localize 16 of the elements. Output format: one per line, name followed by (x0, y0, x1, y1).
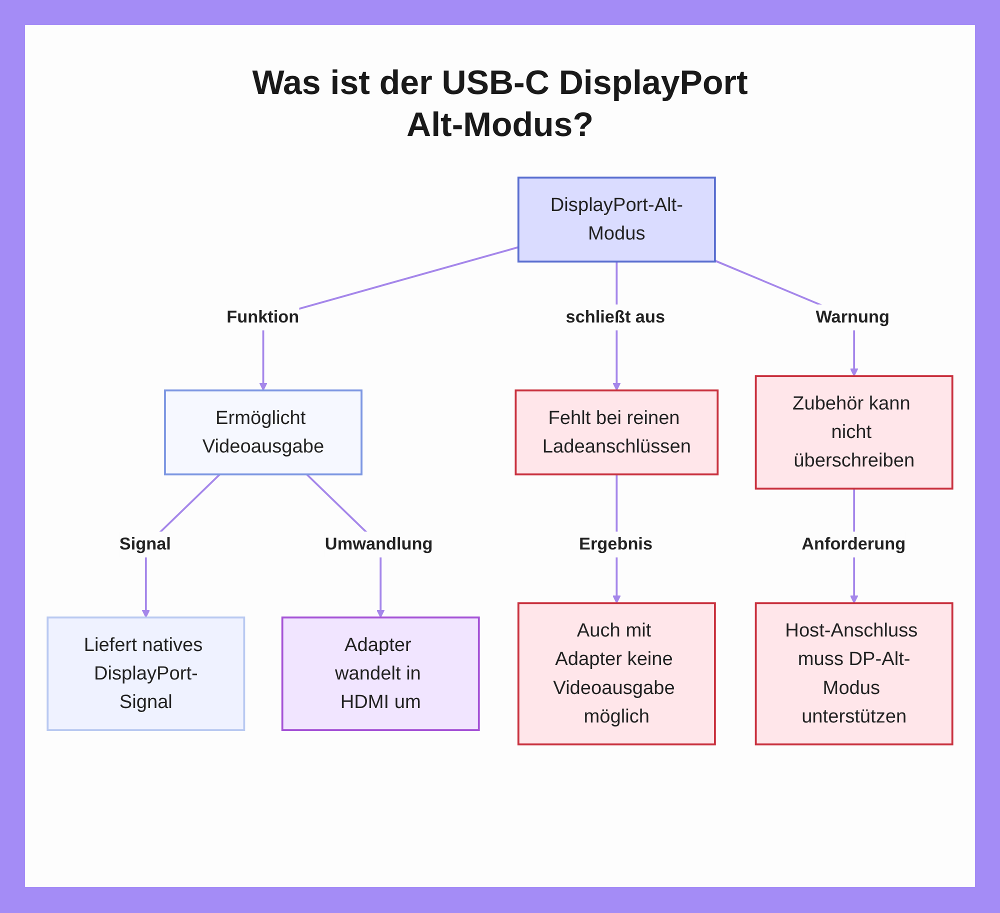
edge-label: Funktion (226, 307, 300, 326)
node-box: Auch mit Adapter keine Videoausgabe möglich (517, 602, 716, 746)
edge-label: schließt aus (566, 307, 666, 326)
node-box: Zubehör kann nicht überschreiben (754, 375, 954, 490)
node-box: DisplayPort-Alt-Modus (517, 176, 716, 263)
edge-label: Umwandlung (324, 534, 433, 554)
diagram-title: Was ist der USB-C DisplayPort Alt-Modus? (251, 63, 749, 146)
node-box: Liefert natives DisplayPort-Signal (46, 616, 246, 731)
edge-label: Signal (119, 534, 171, 554)
edge-label: Ergebnis (579, 534, 653, 554)
edge-label: Anforderung (802, 534, 906, 554)
node-box: Ermöglicht Videoausgabe (164, 389, 362, 476)
node-box: Fehlt bei reinen Ladeanschlüssen (514, 389, 719, 476)
node-box: Host-Anschluss muss DP-Alt-Modus unterstützen (754, 602, 954, 746)
node-box: Adapter wandelt in HDMI um (281, 616, 480, 731)
edge-label: Warnung (816, 307, 890, 326)
